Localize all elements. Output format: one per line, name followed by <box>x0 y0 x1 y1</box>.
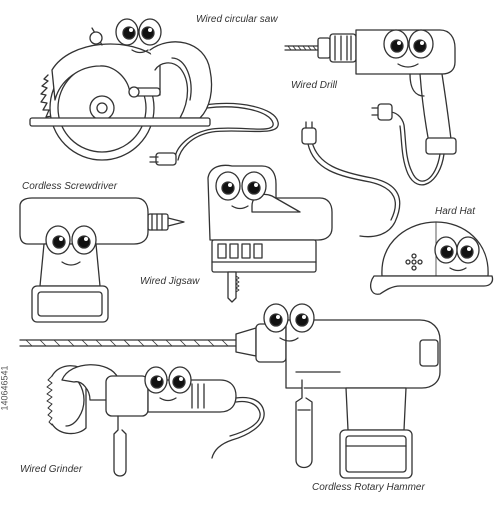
label-rotary-hammer: Cordless Rotary Hammer <box>312 482 425 493</box>
screwdriver-illustration <box>19 197 185 323</box>
label-grinder: Wired Grinder <box>20 464 83 475</box>
circular-saw-illustration <box>29 18 279 166</box>
stock-id-watermark: 140646541 <box>0 365 10 411</box>
label-jigsaw: Wired Jigsaw <box>140 276 200 287</box>
drill-illustration <box>284 29 457 186</box>
label-hard-hat: Hard Hat <box>435 206 476 217</box>
jigsaw-illustration <box>207 121 401 303</box>
label-drill: Wired Drill <box>291 80 338 91</box>
grinder-illustration <box>46 364 265 477</box>
hard-hat-illustration <box>369 221 494 295</box>
rotary-hammer-illustration <box>19 303 441 479</box>
label-circular-saw: Wired circular saw <box>196 14 278 25</box>
label-screwdriver: Cordless Screwdriver <box>22 181 118 192</box>
